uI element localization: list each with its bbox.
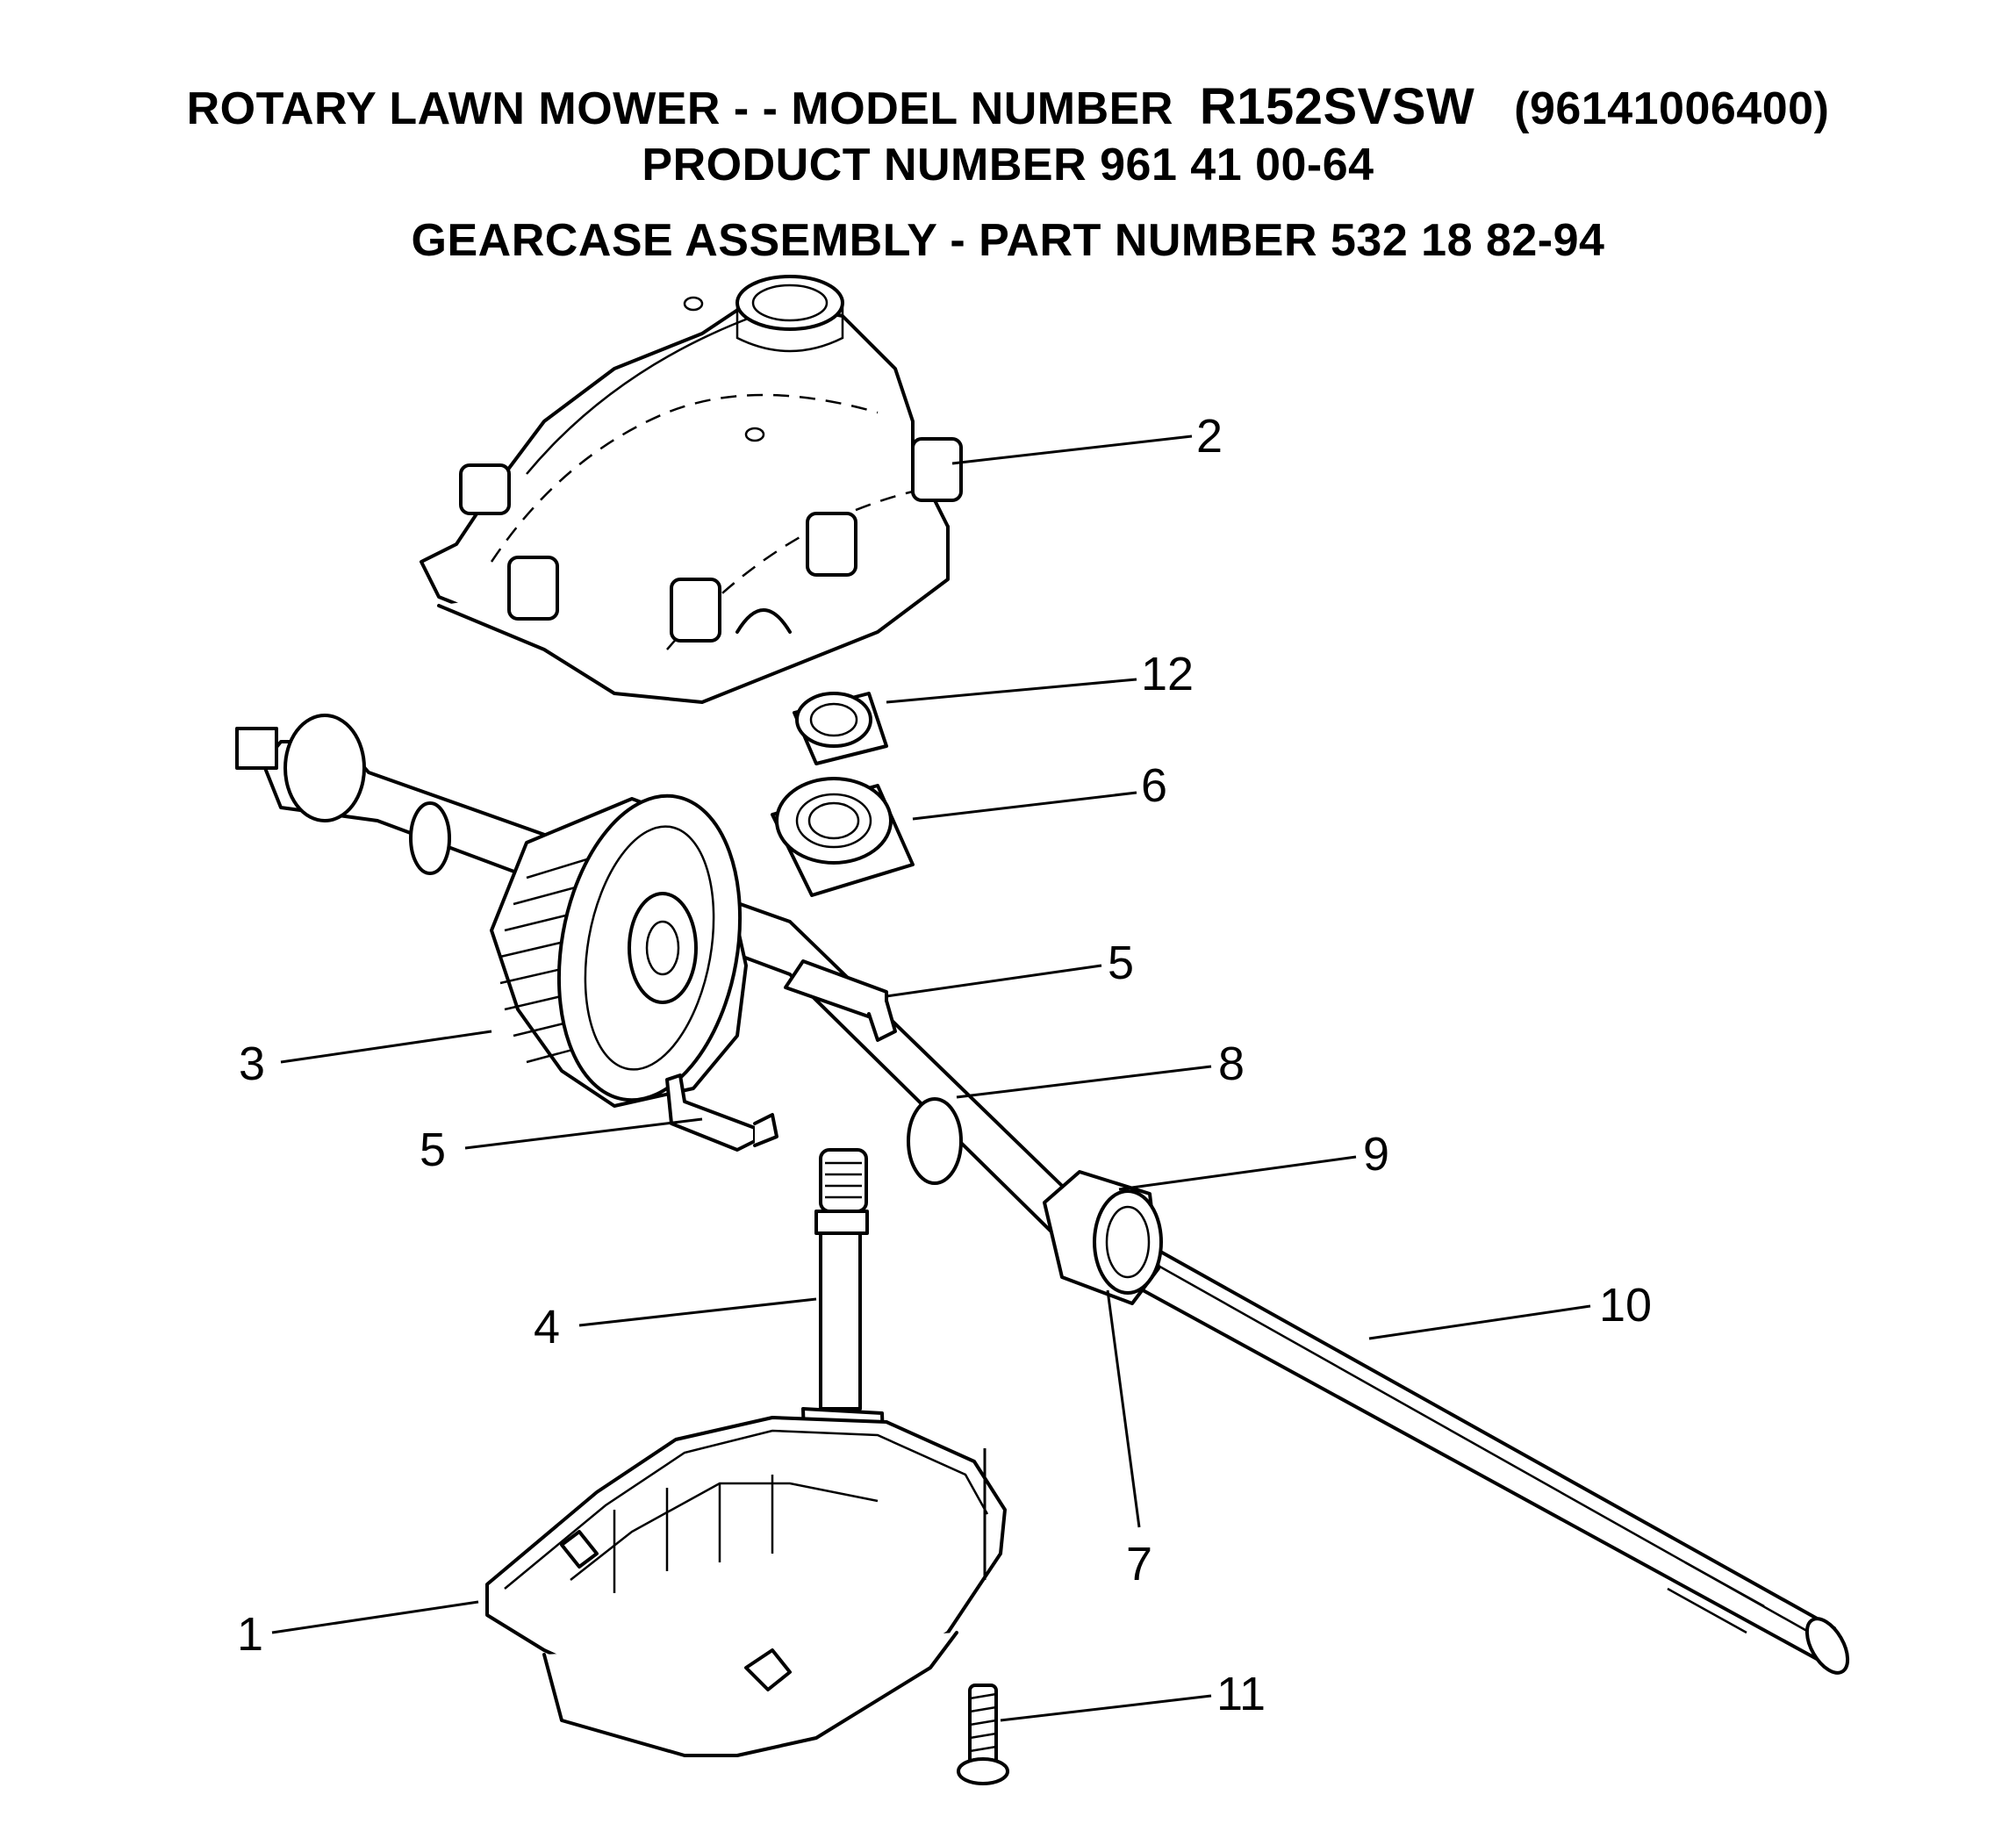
assembly-part-number-line: GEARCASE ASSEMBLY - PART NUMBER 532 18 8… bbox=[411, 215, 1605, 266]
part-3-worm-gear: 3 bbox=[239, 793, 748, 1108]
callout-4: 4 bbox=[534, 1301, 560, 1353]
part-7-seal: 7 bbox=[1106, 1289, 1152, 1590]
part-1-gearcase-housing: 1 bbox=[237, 1416, 1007, 1757]
part-6-bearing: 6 bbox=[771, 759, 1167, 897]
title-prefix: ROTARY LAWN MOWER - - MODEL NUMBER bbox=[186, 83, 1173, 134]
callout-5-upper: 5 bbox=[1108, 937, 1134, 989]
callout-3: 3 bbox=[239, 1037, 265, 1090]
callout-5-lower: 5 bbox=[420, 1124, 446, 1176]
callout-6: 6 bbox=[1141, 759, 1167, 812]
callout-10: 10 bbox=[1599, 1279, 1652, 1332]
model-number: R152SVSW bbox=[1199, 78, 1475, 135]
product-number-line: PRODUCT NUMBER 961 41 00-64 bbox=[642, 140, 1374, 190]
part-8-washer: 8 bbox=[956, 1037, 1245, 1099]
part-9-bushing: 9 bbox=[1043, 1128, 1389, 1305]
part-5-pin-lower: 5 bbox=[420, 1073, 778, 1176]
part-12-seal: 12 bbox=[793, 648, 1194, 765]
diagram-title-line1: ROTARY LAWN MOWER - - MODEL NUMBER R152S… bbox=[0, 77, 2016, 136]
callout-11: 11 bbox=[1216, 1668, 1266, 1720]
callout-2: 2 bbox=[1196, 410, 1223, 463]
callout-8: 8 bbox=[1218, 1037, 1245, 1090]
callout-9: 9 bbox=[1363, 1128, 1389, 1181]
model-code: (96141006400) bbox=[1514, 83, 1830, 134]
part-10-axle-shaft: 10 bbox=[235, 714, 1850, 1675]
part-11-screw: 11 bbox=[957, 1668, 1266, 1785]
callout-7: 7 bbox=[1126, 1538, 1152, 1590]
part-5-pin-upper: 5 bbox=[784, 937, 1134, 1042]
callout-1: 1 bbox=[237, 1608, 263, 1661]
callout-12: 12 bbox=[1141, 648, 1194, 700]
part-2-gearcase-cover: 2 bbox=[420, 275, 1223, 704]
